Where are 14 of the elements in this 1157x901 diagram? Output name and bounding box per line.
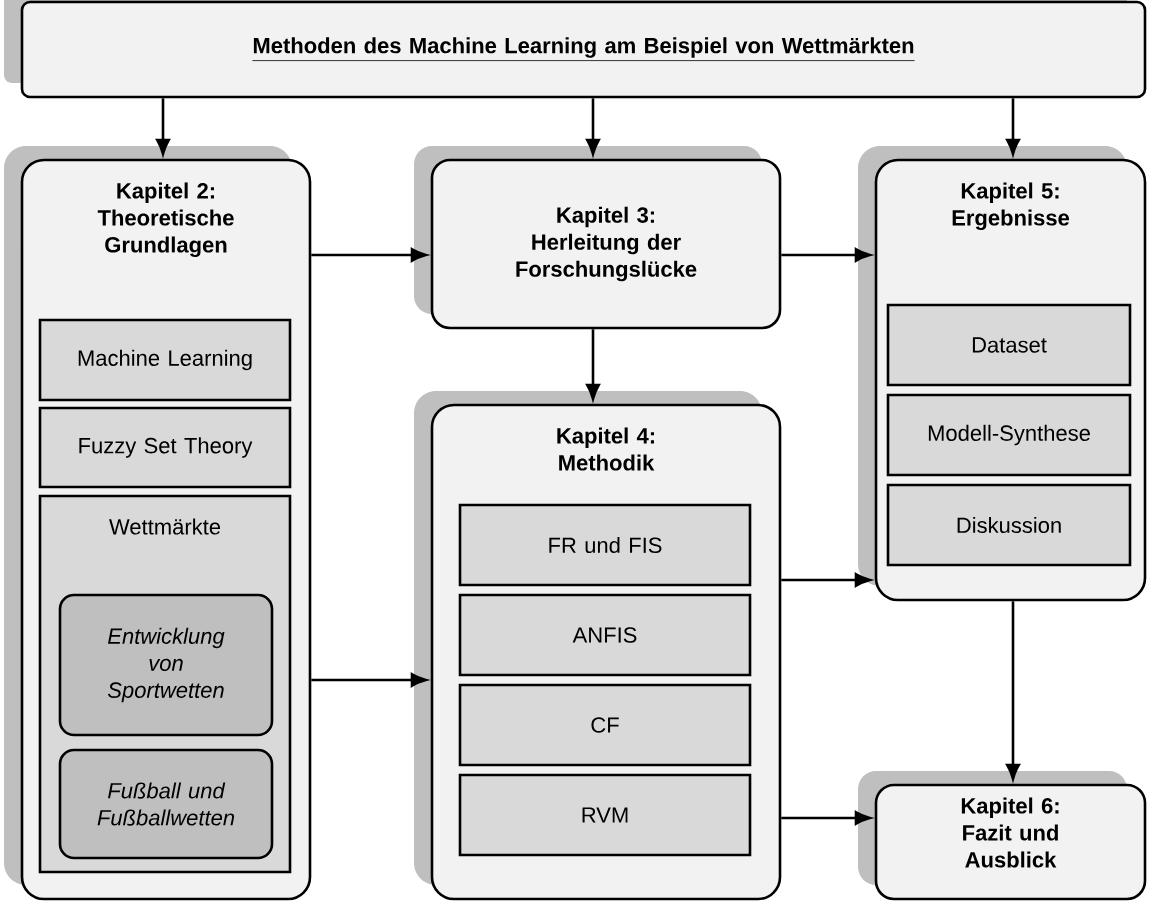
topic-box: Modell-Synthese xyxy=(886,393,1132,477)
chapter-box: Kapitel 6: Fazit und Ausblick xyxy=(874,783,1147,901)
topic-box: Machine Learning xyxy=(38,318,292,402)
topic-box: FR und FIS xyxy=(458,503,752,587)
title-box: Methoden des Machine Learning am Beispiel von Wettmärkten xyxy=(20,0,1147,99)
topic-box: ANFIS xyxy=(458,593,752,677)
subtopic-box: Entwicklung von Sportwetten xyxy=(58,593,274,737)
topic-box: Fuzzy Set Theory xyxy=(38,406,292,489)
topic-box: RVM xyxy=(458,773,752,857)
topic-box: CF xyxy=(458,683,752,767)
topic-box: Diskussion xyxy=(886,483,1132,567)
topic-box: Dataset xyxy=(886,303,1132,387)
chapter-box: Kapitel 3: Herleitung der Forschungslücke xyxy=(430,158,782,330)
subtopic-box: Fußball und Fußballwetten xyxy=(58,748,274,860)
